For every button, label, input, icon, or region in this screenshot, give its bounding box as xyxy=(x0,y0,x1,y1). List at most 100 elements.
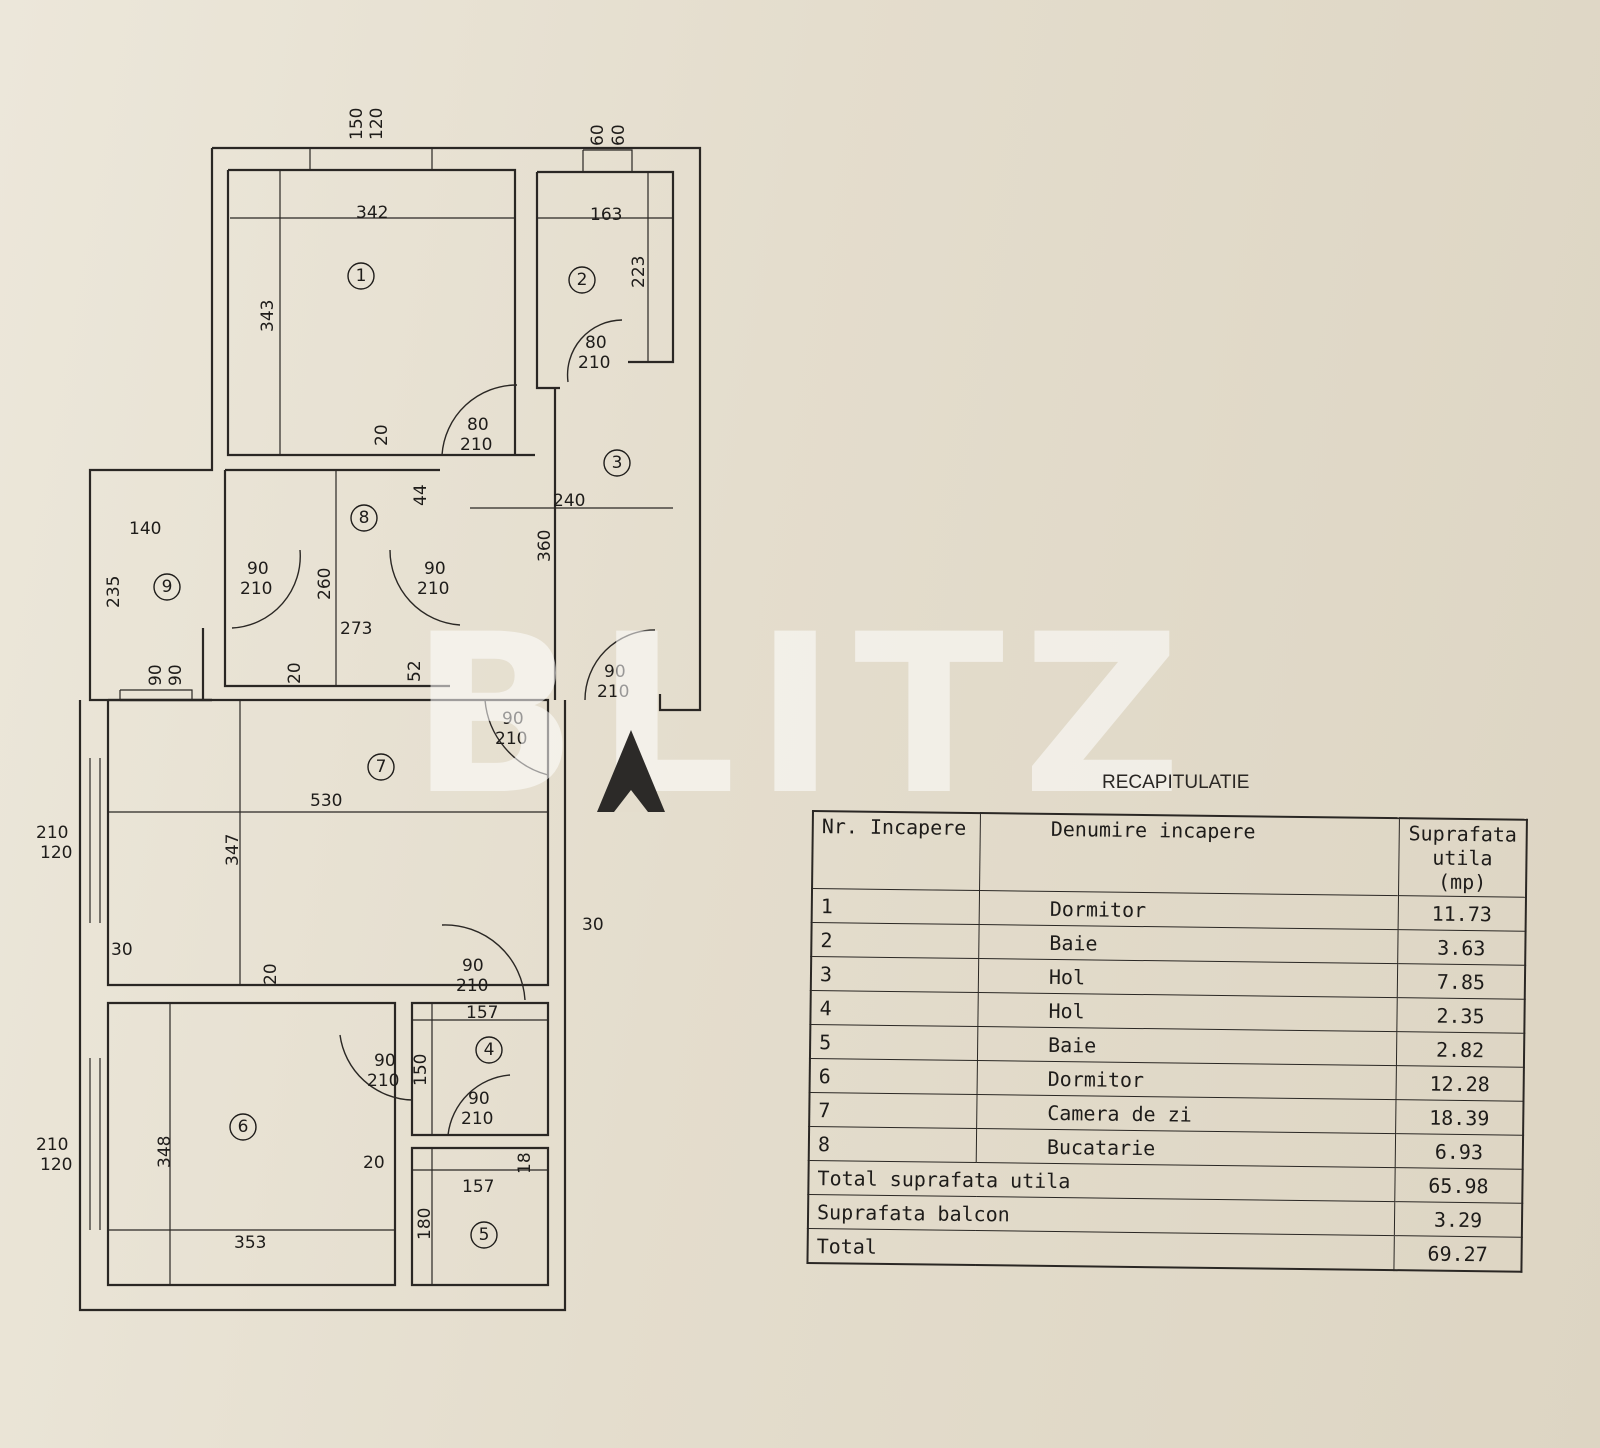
dimension-label: 210 xyxy=(456,976,488,996)
dimension-label: 347 xyxy=(223,834,243,866)
dimension-label: 90 xyxy=(604,662,626,682)
dimension-label: 348 xyxy=(155,1136,175,1168)
cell-area: 3.63 xyxy=(1397,929,1526,966)
total-row: Total 69.27 xyxy=(807,1228,1522,1272)
room-number: 7 xyxy=(376,757,387,777)
cell-nr: 8 xyxy=(808,1126,977,1163)
cell-name: Hol xyxy=(978,958,1398,998)
cell-name: Camera de zi xyxy=(976,1094,1397,1134)
dimension-label: 90 xyxy=(247,559,269,579)
dimension-label: 180 xyxy=(415,1208,435,1240)
cell-name: Dormitor xyxy=(979,890,1399,930)
cell-name: Dormitor xyxy=(977,1060,1397,1100)
dimension-label: 120 xyxy=(40,1155,72,1175)
dimension-label: 150 xyxy=(411,1054,431,1086)
dimension-label: 30 xyxy=(582,915,604,935)
dimension-label: 210 xyxy=(367,1071,399,1091)
dimension-label: 20 xyxy=(285,662,305,684)
dimension-label: 120 xyxy=(367,108,387,140)
dimension-label: 210 xyxy=(36,823,68,843)
room-number: 4 xyxy=(484,1040,495,1060)
recap-table: Nr. Incapere Denumire incapere Suprafata… xyxy=(806,810,1528,1273)
dimension-label: 210 xyxy=(417,579,449,599)
dimension-label: 235 xyxy=(104,576,124,608)
cell-area: 7.85 xyxy=(1397,963,1526,1000)
dimension-label: 163 xyxy=(590,205,622,225)
dimension-label: 210 xyxy=(36,1135,68,1155)
cell-nr: 1 xyxy=(811,888,980,925)
dimension-label: 210 xyxy=(597,682,629,702)
room-circle xyxy=(153,573,181,601)
cell-area: 2.82 xyxy=(1396,1031,1525,1068)
dimension-label: 342 xyxy=(356,203,388,223)
room-circle xyxy=(367,753,395,781)
room-circle xyxy=(603,449,631,477)
room-number: 5 xyxy=(479,1225,490,1245)
dimension-label: 30 xyxy=(111,940,133,960)
dimension-label: 240 xyxy=(553,491,585,511)
door-swings xyxy=(231,319,656,1136)
dimension-label: 80 xyxy=(585,333,607,353)
dimension-label: 90 xyxy=(468,1089,490,1109)
cell-nr: 7 xyxy=(809,1092,978,1129)
room-circle xyxy=(350,504,378,532)
dimension-label: 360 xyxy=(535,530,555,562)
dimension-label: 210 xyxy=(240,579,272,599)
cell-area: 12.28 xyxy=(1396,1065,1524,1102)
dimension-label: 150 xyxy=(347,108,367,140)
dimension-label: 52 xyxy=(405,660,425,682)
room-circle xyxy=(347,262,375,290)
cell-name: Bucatarie xyxy=(976,1128,1396,1168)
total-area: 69.27 xyxy=(1393,1235,1522,1272)
column-header: Nr. Incapere xyxy=(812,811,981,891)
cell-nr: 2 xyxy=(811,922,980,959)
dimension-label: 20 xyxy=(261,963,281,985)
dimension-label: 353 xyxy=(234,1233,266,1253)
dimension-label: 260 xyxy=(315,568,335,600)
table-header-row: Nr. Incapere Denumire incapere Suprafata… xyxy=(812,811,1527,898)
cell-area: 2.35 xyxy=(1396,997,1525,1034)
cell-area: 6.93 xyxy=(1395,1133,1524,1170)
dimension-label: 273 xyxy=(340,619,372,639)
total-label: Total xyxy=(807,1228,1395,1271)
dimension-label: 20 xyxy=(372,424,392,446)
total-area: 65.98 xyxy=(1394,1167,1523,1204)
cell-name: Hol xyxy=(977,992,1398,1032)
dimension-label: 343 xyxy=(258,300,278,332)
dimension-label: 120 xyxy=(40,843,72,863)
dimension-label: 223 xyxy=(629,256,649,288)
dimension-label: 210 xyxy=(578,353,610,373)
dimension-label: 90 xyxy=(146,664,166,686)
dimension-label: 80 xyxy=(467,415,489,435)
dimension-label: 210 xyxy=(461,1109,493,1129)
room-number: 9 xyxy=(162,577,173,597)
room-circle xyxy=(568,266,596,294)
cell-area: 18.39 xyxy=(1395,1099,1524,1136)
room-circle xyxy=(470,1221,498,1249)
walls xyxy=(78,146,702,1312)
dimension-label: 140 xyxy=(129,519,161,539)
room-number: 8 xyxy=(359,508,370,528)
logo-arrow-notch xyxy=(614,790,648,812)
dimension-label: 90 xyxy=(502,709,524,729)
room-labels: 1 2 3 4 5 6 7 8 9 xyxy=(153,262,631,1249)
watermark: BLITZ xyxy=(410,587,1200,843)
room-number: 6 xyxy=(238,1117,249,1137)
room-circle xyxy=(475,1036,503,1064)
cell-nr: 6 xyxy=(809,1058,978,1095)
cell-name: Baie xyxy=(977,1026,1397,1066)
dimension-label: 210 xyxy=(495,729,527,749)
dimension-label: 60 xyxy=(609,124,629,146)
dimension-labels: 150 120 60 60 342 343 163 223 80 210 80 … xyxy=(36,108,649,1253)
cell-area: 11.73 xyxy=(1398,895,1526,932)
room-number: 2 xyxy=(577,270,588,290)
dimension-label: 157 xyxy=(466,1003,498,1023)
dimension-label: 90 xyxy=(166,664,186,686)
dimension-label: 157 xyxy=(462,1177,494,1197)
room-number: 1 xyxy=(356,266,367,286)
room-number: 3 xyxy=(612,453,623,473)
dimension-label: 90 xyxy=(374,1051,396,1071)
dimension-label: 90 xyxy=(462,956,484,976)
